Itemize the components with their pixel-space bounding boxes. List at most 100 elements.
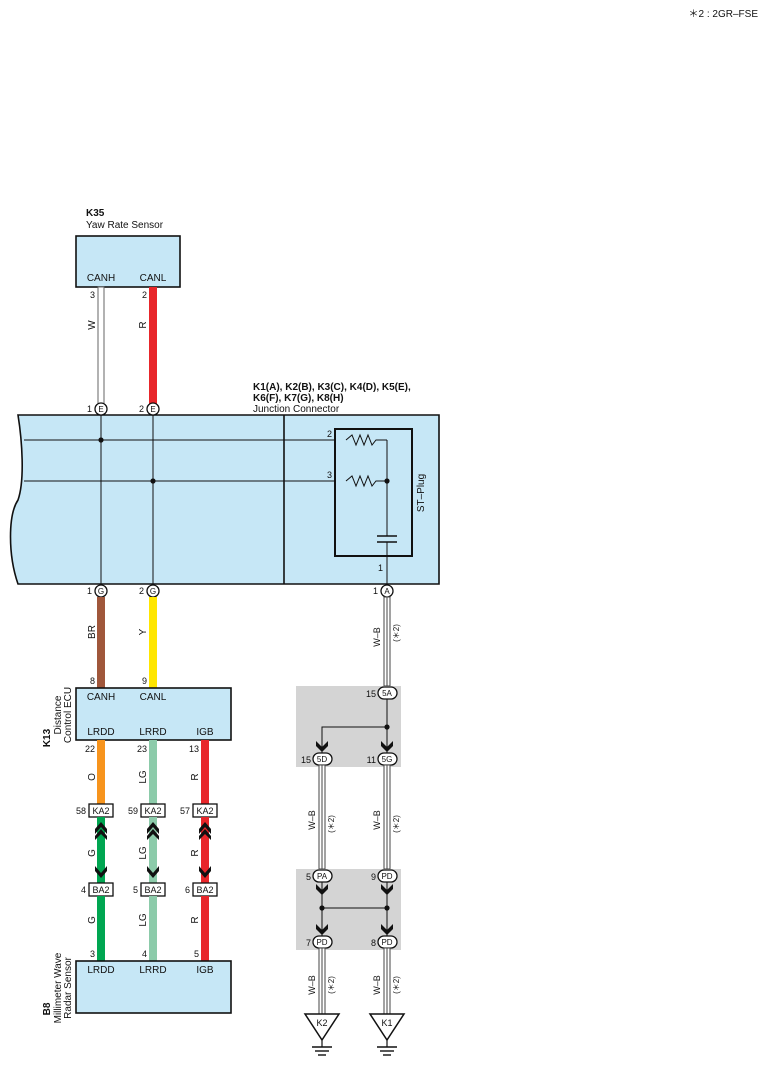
wire-white — [97, 286, 105, 405]
wire-light-green — [149, 740, 157, 804]
wire-color-label: W–B — [307, 975, 317, 995]
ground-label: K1 — [381, 1018, 392, 1028]
ecu-pin-label: IGB — [196, 727, 214, 738]
wire-color-label: W — [87, 320, 98, 330]
wire-note: (＊2) — [392, 815, 401, 833]
pin-number: 9 — [142, 676, 147, 686]
b8-code: B8 — [42, 1002, 53, 1015]
pin-number: 8 — [90, 676, 95, 686]
wire-color-label: Y — [138, 628, 149, 635]
st-plug-label: ST–Plug — [416, 474, 427, 512]
pin-number: 7 — [306, 938, 311, 948]
joint-pin-label: PD — [381, 938, 392, 947]
wire-note: (＊2) — [327, 976, 336, 994]
wire-color-label: W–B — [372, 627, 382, 647]
st-plug-box — [334, 428, 413, 557]
k13-name: Distance — [53, 695, 64, 734]
connector-label: KA2 — [144, 806, 161, 816]
wire-red — [201, 740, 209, 804]
pin-letter: G — [98, 587, 104, 596]
pin-number: 5 — [133, 885, 138, 895]
wire-green — [97, 817, 105, 883]
wire-note: (＊2) — [327, 815, 336, 833]
ecu-pin-label: CANH — [87, 692, 115, 703]
pin-number: 15 — [366, 689, 376, 699]
wire-color-label: R — [190, 916, 201, 923]
k13-code: K13 — [42, 728, 53, 747]
connector-label: BA2 — [144, 885, 161, 895]
wire-color-label: LG — [138, 913, 149, 927]
connector-pin — [94, 402, 108, 416]
pin-number: 1 — [87, 404, 92, 414]
junction-codes: K6(F), K7(G), K8(H) — [253, 393, 344, 404]
wire-color-label: BR — [87, 625, 98, 639]
sensor-pin-label: LRRD — [139, 965, 166, 976]
wire-color-label: G — [87, 849, 98, 857]
junction-name: Junction Connector — [253, 404, 340, 415]
pin-number: 2 — [327, 429, 332, 439]
wire-light-green — [149, 817, 157, 883]
wire-color-label: R — [190, 849, 201, 856]
k13-name: Control ECU — [63, 687, 74, 743]
wire-color-label: LG — [138, 846, 149, 860]
pin-number: 59 — [128, 806, 138, 816]
ecu-pin-label: LRDD — [87, 727, 114, 738]
wire-color-label: R — [138, 321, 149, 328]
pin-number: 3 — [90, 949, 95, 959]
engine-note: ＊2 : 2GR–FSE — [689, 9, 759, 20]
pin-number: 2 — [139, 586, 144, 596]
distance-control-ecu-box — [75, 687, 232, 741]
pin-number: 4 — [81, 885, 86, 895]
pin-number: 3 — [327, 470, 332, 480]
ground-label: K2 — [316, 1018, 327, 1028]
wire-red — [201, 817, 209, 883]
wire-note: (＊2) — [392, 976, 401, 994]
ba2-connector-row: 4 BA2 5 BA2 6 BA2 — [81, 882, 218, 897]
ecu-pin-label: LRRD — [139, 727, 166, 738]
k35-name: Yaw Rate Sensor — [86, 220, 164, 231]
pin-number: 3 — [90, 290, 95, 300]
pin-letter: G — [150, 587, 156, 596]
sensor-pin-label: IGB — [196, 965, 214, 976]
pin-number: 13 — [189, 744, 199, 754]
pin-number: 58 — [76, 806, 86, 816]
joint-pin-label: PD — [316, 938, 327, 947]
wire-color-label: O — [87, 773, 98, 781]
pin-number: 9 — [371, 872, 376, 882]
connector-label: KA2 — [196, 806, 213, 816]
pin-number: 1 — [373, 586, 378, 596]
wire-color-label: R — [190, 773, 201, 780]
k35-pin-canl: CANL — [140, 273, 167, 284]
pin-number: 2 — [142, 290, 147, 300]
wire-orange — [97, 740, 105, 804]
ground-k1-icon: K1 — [368, 1013, 406, 1056]
wire-yellow — [149, 597, 157, 688]
joint-pin-label: 5A — [382, 689, 392, 698]
junction-connector-box — [9, 414, 440, 585]
sensor-pin-label: LRDD — [87, 965, 114, 976]
pin-letter: A — [384, 587, 390, 596]
joint-pin-label: PD — [381, 872, 392, 881]
ka2-connector-row: 58 KA2 59 KA2 57 KA2 — [76, 803, 218, 818]
k35-pin-canh: CANH — [87, 273, 115, 284]
pin-number: 1 — [87, 586, 92, 596]
wire-red — [149, 287, 157, 404]
wire-brown — [97, 597, 105, 688]
connector-label: BA2 — [92, 885, 109, 895]
radar-sensor-box — [75, 960, 232, 1014]
pin-number: 57 — [180, 806, 190, 816]
pin-number: 11 — [367, 755, 376, 765]
ground-k2-icon: K2 — [303, 1013, 341, 1056]
wire-color-label: G — [87, 916, 98, 924]
k35-code: K35 — [86, 208, 105, 219]
wire-color-label: W–B — [372, 810, 382, 830]
junction-codes: K1(A), K2(B), K3(C), K4(D), K5(E), — [253, 382, 411, 393]
joint-pin-label: PA — [317, 872, 328, 881]
b8-name: Radar Sensor — [63, 956, 74, 1018]
wire-note: (＊2) — [392, 624, 401, 642]
connector-label: KA2 — [92, 806, 109, 816]
pin-number: 2 — [139, 404, 144, 414]
wire-green — [97, 896, 105, 961]
wire-red — [201, 896, 209, 961]
wire-light-green — [149, 896, 157, 961]
